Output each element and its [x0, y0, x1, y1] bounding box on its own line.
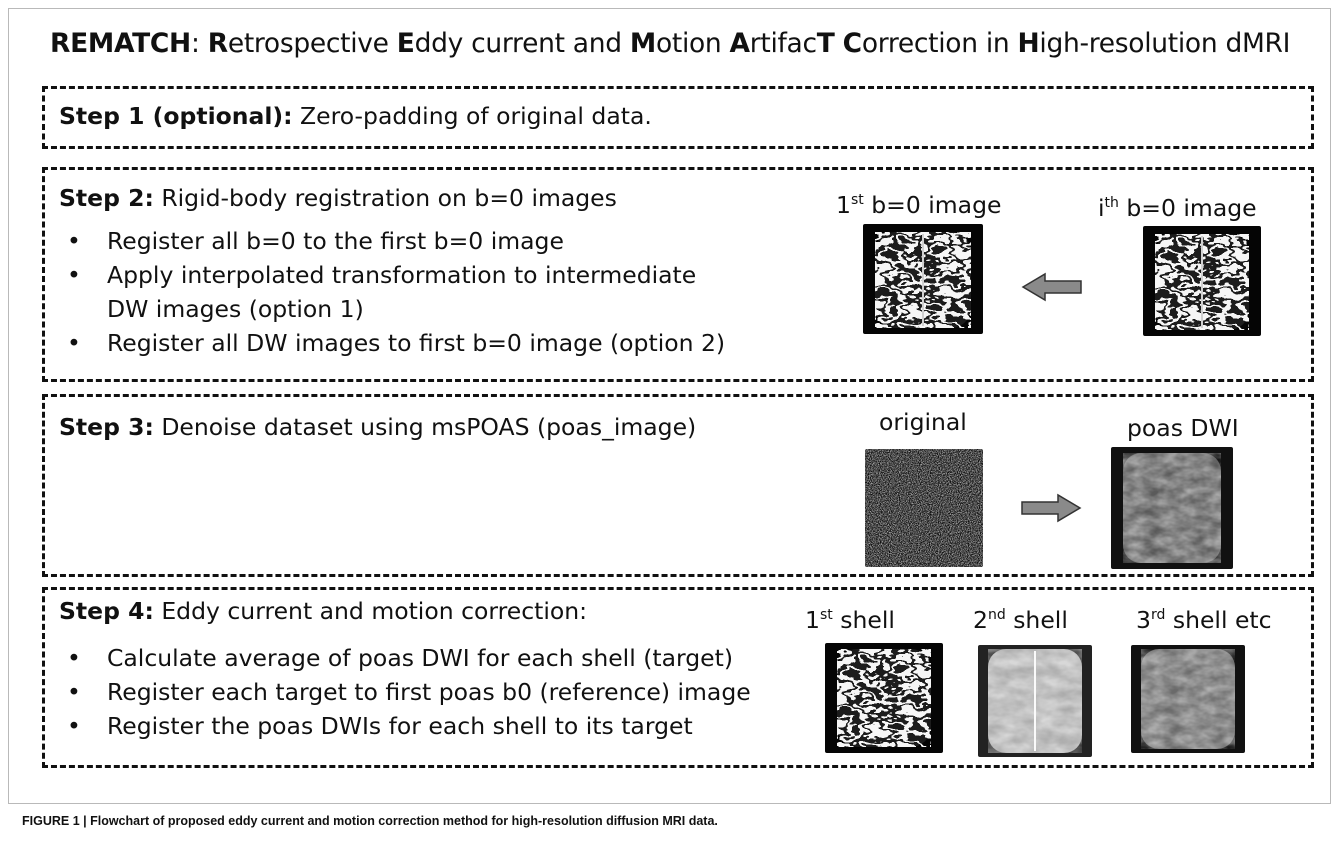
list-item: •Register all DW images to first b=0 ima… [67, 329, 726, 357]
step-2-box: Step 2: Rigid-body registration on b=0 i… [42, 167, 1314, 382]
list-item: •Apply interpolated transformation to in… [67, 261, 697, 289]
step-4-label: Step 4: [59, 597, 154, 625]
figure-title: REMATCH: Retrospective Eddy current and … [50, 28, 1291, 59]
title-segment: etrospective [227, 28, 397, 59]
step-1-heading: Step 1 (optional): Zero-padding of origi… [59, 102, 652, 130]
shell-2-caption: 2nd shell [973, 606, 1068, 634]
step-4-heading: Step 4: Eddy current and motion correcti… [59, 597, 587, 625]
step-4-box: Step 4: Eddy current and motion correcti… [42, 587, 1314, 768]
step-3-box: Step 3: Denoise dataset using msPOAS (po… [42, 394, 1314, 577]
right-arrow-icon [1021, 493, 1082, 523]
original-noisy-image [865, 449, 983, 567]
left-arrow-icon [1021, 272, 1082, 302]
list-item: •Register each target to first poas b0 (… [67, 678, 751, 706]
step-2-label: Step 2: [59, 184, 154, 212]
shell-1-caption: 1st shell [805, 606, 895, 634]
step-3-image-2-caption: poas DWI [1127, 414, 1239, 442]
title-segment: orrection in [861, 28, 1018, 59]
step-2-bullets: •Register all b=0 to the first b=0 image… [59, 224, 725, 360]
title-initial: A [729, 28, 751, 59]
title-segment: ddy current and [414, 28, 630, 59]
step-3-text: Denoise dataset using msPOAS (poas_image… [153, 413, 697, 441]
title-segment: rtifac [749, 28, 817, 59]
step-4-bullets: •Calculate average of poas DWI for each … [59, 641, 751, 743]
step-2-heading: Step 2: Rigid-body registration on b=0 i… [59, 184, 617, 212]
shell-3-image [1131, 645, 1245, 753]
step-3-image-1-caption: original [879, 408, 967, 436]
step-1-label: Step 1 (optional): [59, 102, 293, 130]
shell-2-image [978, 645, 1092, 757]
title-lead: REMATCH [50, 28, 191, 59]
first-b0-image [863, 224, 983, 334]
step-4-text: Eddy current and motion correction: [153, 597, 588, 625]
title-initial: E [396, 28, 415, 59]
list-item: •Register all b=0 to the first b=0 image [67, 227, 564, 255]
title-segment [835, 28, 843, 59]
title-initial: H [1017, 28, 1040, 59]
poas-dwi-image [1111, 447, 1233, 569]
list-item: •Calculate average of poas DWI for each … [67, 644, 733, 672]
figure-caption: FIGURE 1 | Flowchart of proposed eddy cu… [22, 814, 718, 828]
step-2-image-1-caption: 1st b=0 image [836, 191, 1002, 219]
list-item-continuation: DW images (option 1) [107, 295, 364, 323]
shell-3-caption: 3rd shell etc [1136, 606, 1272, 634]
step-2-image-2-caption: ith b=0 image [1098, 194, 1257, 222]
shell-1-image [825, 643, 943, 753]
step-3-heading: Step 3: Denoise dataset using msPOAS (po… [59, 413, 696, 441]
title-initial: M [629, 28, 656, 59]
title-segment: otion [655, 28, 730, 59]
title-initial: C [842, 28, 862, 59]
list-item: •Register the poas DWIs for each shell t… [67, 712, 693, 740]
title-rest: Retrospective Eddy current and Motion Ar… [207, 28, 1291, 59]
step-1-box: Step 1 (optional): Zero-padding of origi… [42, 86, 1314, 149]
step-3-label: Step 3: [59, 413, 154, 441]
title-initial: R [207, 28, 228, 59]
title-segment: igh-resolution dMRI [1039, 28, 1291, 59]
step-1-text: Zero-padding of original data. [292, 102, 652, 130]
step-2-text: Rigid-body registration on b=0 images [153, 184, 617, 212]
title-initial: T [816, 28, 835, 59]
ith-b0-image [1143, 226, 1261, 336]
